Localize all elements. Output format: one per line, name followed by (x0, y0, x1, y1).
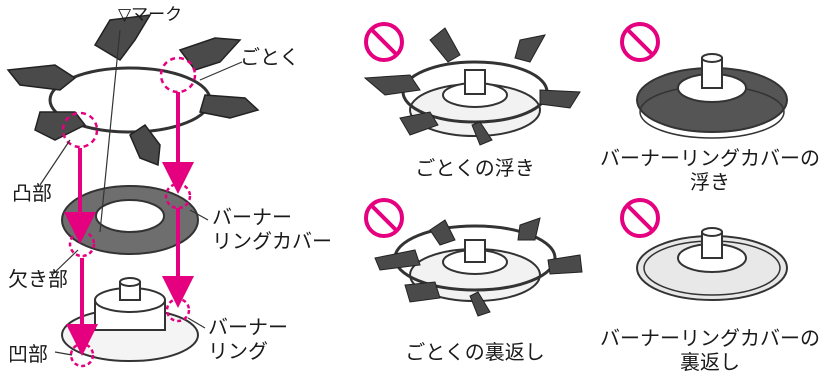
caption-cover-floating-line2: 浮き (690, 170, 730, 194)
prohibition-icon (364, 198, 404, 238)
prohibition-icon (620, 198, 660, 238)
ring-label-line1: バーナー (208, 315, 288, 339)
burner-ring-cover (61, 185, 199, 255)
caption-cover-upside-down-line1: バーナーリングカバーの (600, 326, 820, 350)
caption-cover-floating-line1: バーナーリングカバーの (600, 146, 820, 170)
wrong-cover-floating (636, 53, 788, 139)
caption-cover-upside-down-line2: 裏返し (680, 350, 740, 374)
wrong-gotoku-floating (363, 27, 581, 146)
wrong-cover-upside-down (636, 227, 788, 301)
cover-label-line1: バーナー (212, 205, 292, 229)
gotoku-grate (6, 14, 260, 167)
marker-label: ▽マーク (118, 5, 183, 25)
gotoku-label: ごとく (240, 45, 300, 69)
caption-gotoku-floating: ごとくの浮き (415, 156, 535, 180)
prohibition-icon (364, 22, 404, 62)
caption-gotoku-upside-down: ごとくの裏返し (405, 340, 545, 364)
cover-label-line2: リングカバー (212, 229, 332, 253)
concave-label: 凹部 (8, 342, 48, 366)
burner-ring (61, 277, 199, 362)
ring-label-line2: リング (208, 339, 268, 363)
wrong-gotoku-upside-down (374, 217, 583, 317)
convex-label: 凸部 (12, 181, 52, 205)
prohibition-icon (620, 22, 660, 62)
notch-label: 欠き部 (8, 267, 68, 291)
